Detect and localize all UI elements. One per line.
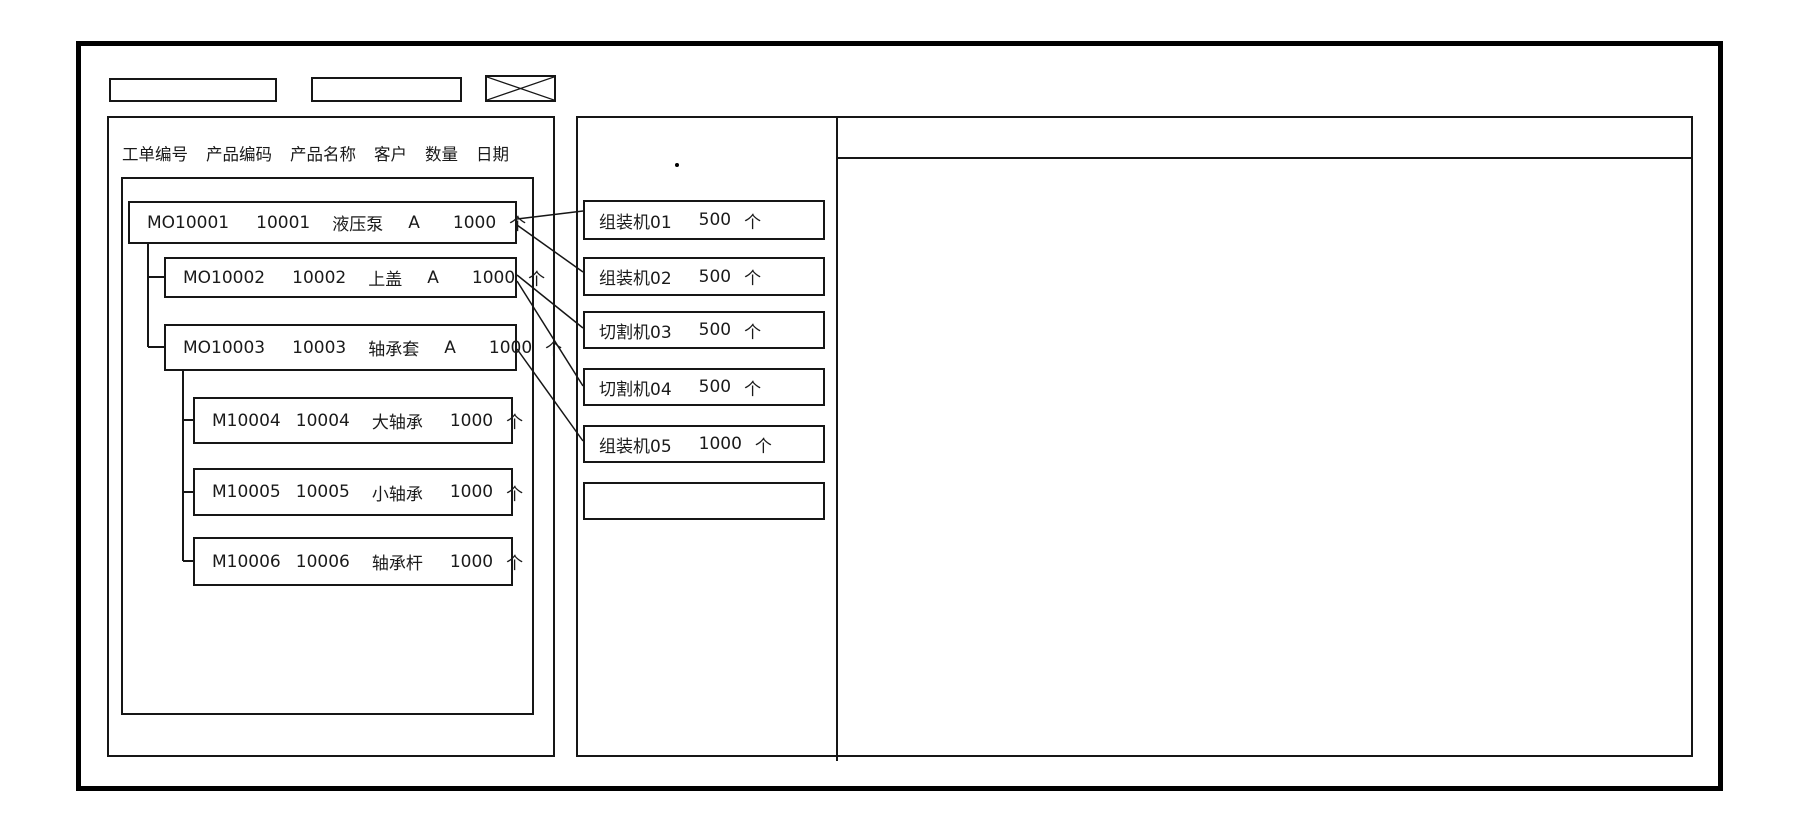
machine-row-qiegeji04[interactable]: 切割机04 500 个 — [583, 368, 825, 406]
machine-unit: 个 — [744, 322, 762, 343]
product-name: 轴承杆 — [371, 554, 423, 574]
machine-row-empty[interactable] — [583, 482, 825, 520]
stray-dot — [675, 163, 679, 167]
product-code: 10005 — [295, 482, 350, 502]
machine-name: 组装机02 — [599, 269, 672, 289]
machine-unit: 个 — [754, 436, 772, 457]
machine-name: 切割机03 — [599, 322, 672, 343]
machine-row-zuzhuangji01[interactable]: 组装机01 500 个 — [583, 200, 825, 240]
qty: 1000 — [471, 267, 516, 288]
col-qty: 数量 — [425, 145, 458, 164]
toolbar-input-1[interactable] — [109, 78, 277, 102]
order-row-MO10003[interactable]: MO10003 10003 轴承套 A 1000 个 — [164, 324, 562, 371]
customer: A — [427, 267, 439, 288]
machine-name: 切割机04 — [599, 379, 672, 400]
machine-qty: 500 — [698, 377, 732, 397]
col-order-no: 工单编号 — [122, 145, 188, 164]
machine-qty: 500 — [698, 320, 732, 340]
col-customer: 客户 — [374, 145, 407, 164]
qty: 1000 — [449, 410, 494, 431]
unit: 个 — [506, 554, 524, 574]
product-name: 大轴承 — [371, 413, 423, 433]
product-name: 小轴承 — [371, 484, 423, 505]
machine-row-zuzhuangji02[interactable]: 组装机02 500 个 — [583, 257, 825, 296]
product-code: 10002 — [292, 267, 347, 288]
order-row-M10006[interactable]: M10006 10006 轴承杆 1000 个 — [193, 537, 523, 586]
machine-qty: 500 — [698, 266, 732, 287]
qty: 1000 — [449, 482, 494, 502]
cross-icon — [487, 77, 554, 100]
col-product-code: 产品编码 — [206, 145, 272, 164]
product-code: 10003 — [292, 337, 347, 358]
order-row-M10004[interactable]: M10004 10004 大轴承 1000 个 — [193, 397, 523, 444]
machine-qty: 500 — [698, 210, 732, 230]
machine-name: 组装机01 — [599, 212, 672, 233]
order-no: M10005 — [212, 482, 281, 502]
order-no: MO10002 — [183, 267, 266, 288]
product-name: 液压泵 — [332, 215, 384, 235]
order-no: MO10001 — [147, 212, 230, 233]
order-no: M10004 — [212, 410, 281, 431]
unit: 个 — [506, 484, 524, 505]
order-row-MO10001[interactable]: MO10001 10001 液压泵 A 1000 个 — [128, 201, 526, 244]
machine-unit: 个 — [744, 269, 762, 289]
machine-name: 组装机05 — [599, 436, 672, 457]
product-name: 上盖 — [368, 270, 403, 290]
customer: A — [408, 212, 420, 233]
order-row-M10005[interactable]: M10005 10005 小轴承 1000 个 — [193, 468, 523, 516]
unit: 个 — [509, 215, 527, 235]
detail-panel-header-line — [838, 157, 1691, 159]
col-date: 日期 — [476, 145, 509, 164]
product-code: 10001 — [256, 212, 311, 233]
qty: 1000 — [488, 337, 533, 358]
machine-qty: 1000 — [698, 434, 742, 454]
unit: 个 — [545, 340, 563, 360]
machine-row-zuzhuangji05[interactable]: 组装机05 1000 个 — [583, 425, 825, 463]
crossed-box-button[interactable] — [485, 75, 556, 102]
unit: 个 — [506, 413, 524, 433]
order-row-MO10002[interactable]: MO10002 10002 上盖 A 1000 个 — [164, 257, 545, 298]
machine-unit: 个 — [744, 212, 762, 233]
order-no: M10006 — [212, 551, 281, 572]
product-code: 10006 — [295, 551, 350, 572]
product-code: 10004 — [295, 410, 350, 431]
qty: 1000 — [449, 551, 494, 572]
unit: 个 — [528, 270, 546, 290]
order-no: MO10003 — [183, 337, 266, 358]
work-order-column-headers: 工单编号 产品编码 产品名称 客户 数量 日期 — [122, 140, 509, 166]
qty: 1000 — [452, 212, 497, 233]
toolbar-input-2[interactable] — [311, 77, 462, 102]
machine-unit: 个 — [744, 379, 762, 400]
customer: A — [444, 337, 456, 358]
panel-divider — [836, 118, 838, 761]
col-product-name: 产品名称 — [290, 145, 356, 164]
product-name: 轴承套 — [368, 340, 420, 360]
machine-row-qiegeji03[interactable]: 切割机03 500 个 — [583, 311, 825, 349]
